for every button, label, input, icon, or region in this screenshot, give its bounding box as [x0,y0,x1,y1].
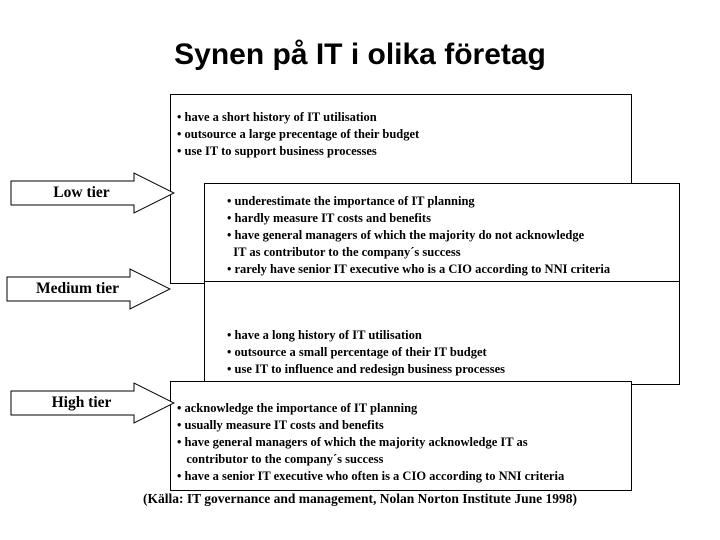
bullet-line: • have a senior IT executive who often i… [177,469,565,483]
arrow-label: High tier [51,394,112,411]
bullet-line: • outsource a large precentage of their … [177,127,420,141]
bullet-line: • rarely have senior IT executive who is… [227,262,611,276]
bullet-line: • have a long history of IT utilisation [227,328,422,342]
content-box-high-tier-lower: • acknowledge the importance of IT plann… [170,381,632,491]
bullet-line: • use IT to influence and redesign busin… [227,362,506,376]
arrow-right-icon [10,382,175,424]
source-note: (Källa: IT governance and management, No… [142,491,577,506]
bullet-line: • have general managers of which the maj… [227,228,585,242]
arrow-label: Medium tier [35,280,120,297]
bullet-line: • hardly measure IT costs and benefits [227,211,431,225]
arrow-low-tier: Low tier [10,172,175,214]
arrow-label: Low tier [53,184,110,201]
bullet-line: • use IT to support business processes [177,144,377,158]
page-title: Synen på IT i olika företag [174,38,546,71]
bullet-line: • have a short history of IT utilisation [177,110,377,124]
arrow-right-icon [10,172,175,214]
content-box-high-tier-upper: • have a long history of IT utilisation … [204,281,680,385]
bullet-line-cont: contributor to the company´s success [177,452,384,466]
bullet-line: • usually measure IT costs and benefits [177,418,384,432]
bullet-line: • underestimate the importance of IT pla… [227,194,475,208]
bullet-line: • acknowledge the importance of IT plann… [177,401,418,415]
arrow-right-icon [6,268,171,310]
arrow-high-tier: High tier [10,382,175,424]
bullet-line-cont: IT as contributor to the company´s succe… [227,245,461,259]
bullet-line: • have general managers of which the maj… [177,435,528,449]
bullet-line: • outsource a small percentage of their … [227,345,487,359]
arrow-medium-tier: Medium tier [6,268,171,310]
